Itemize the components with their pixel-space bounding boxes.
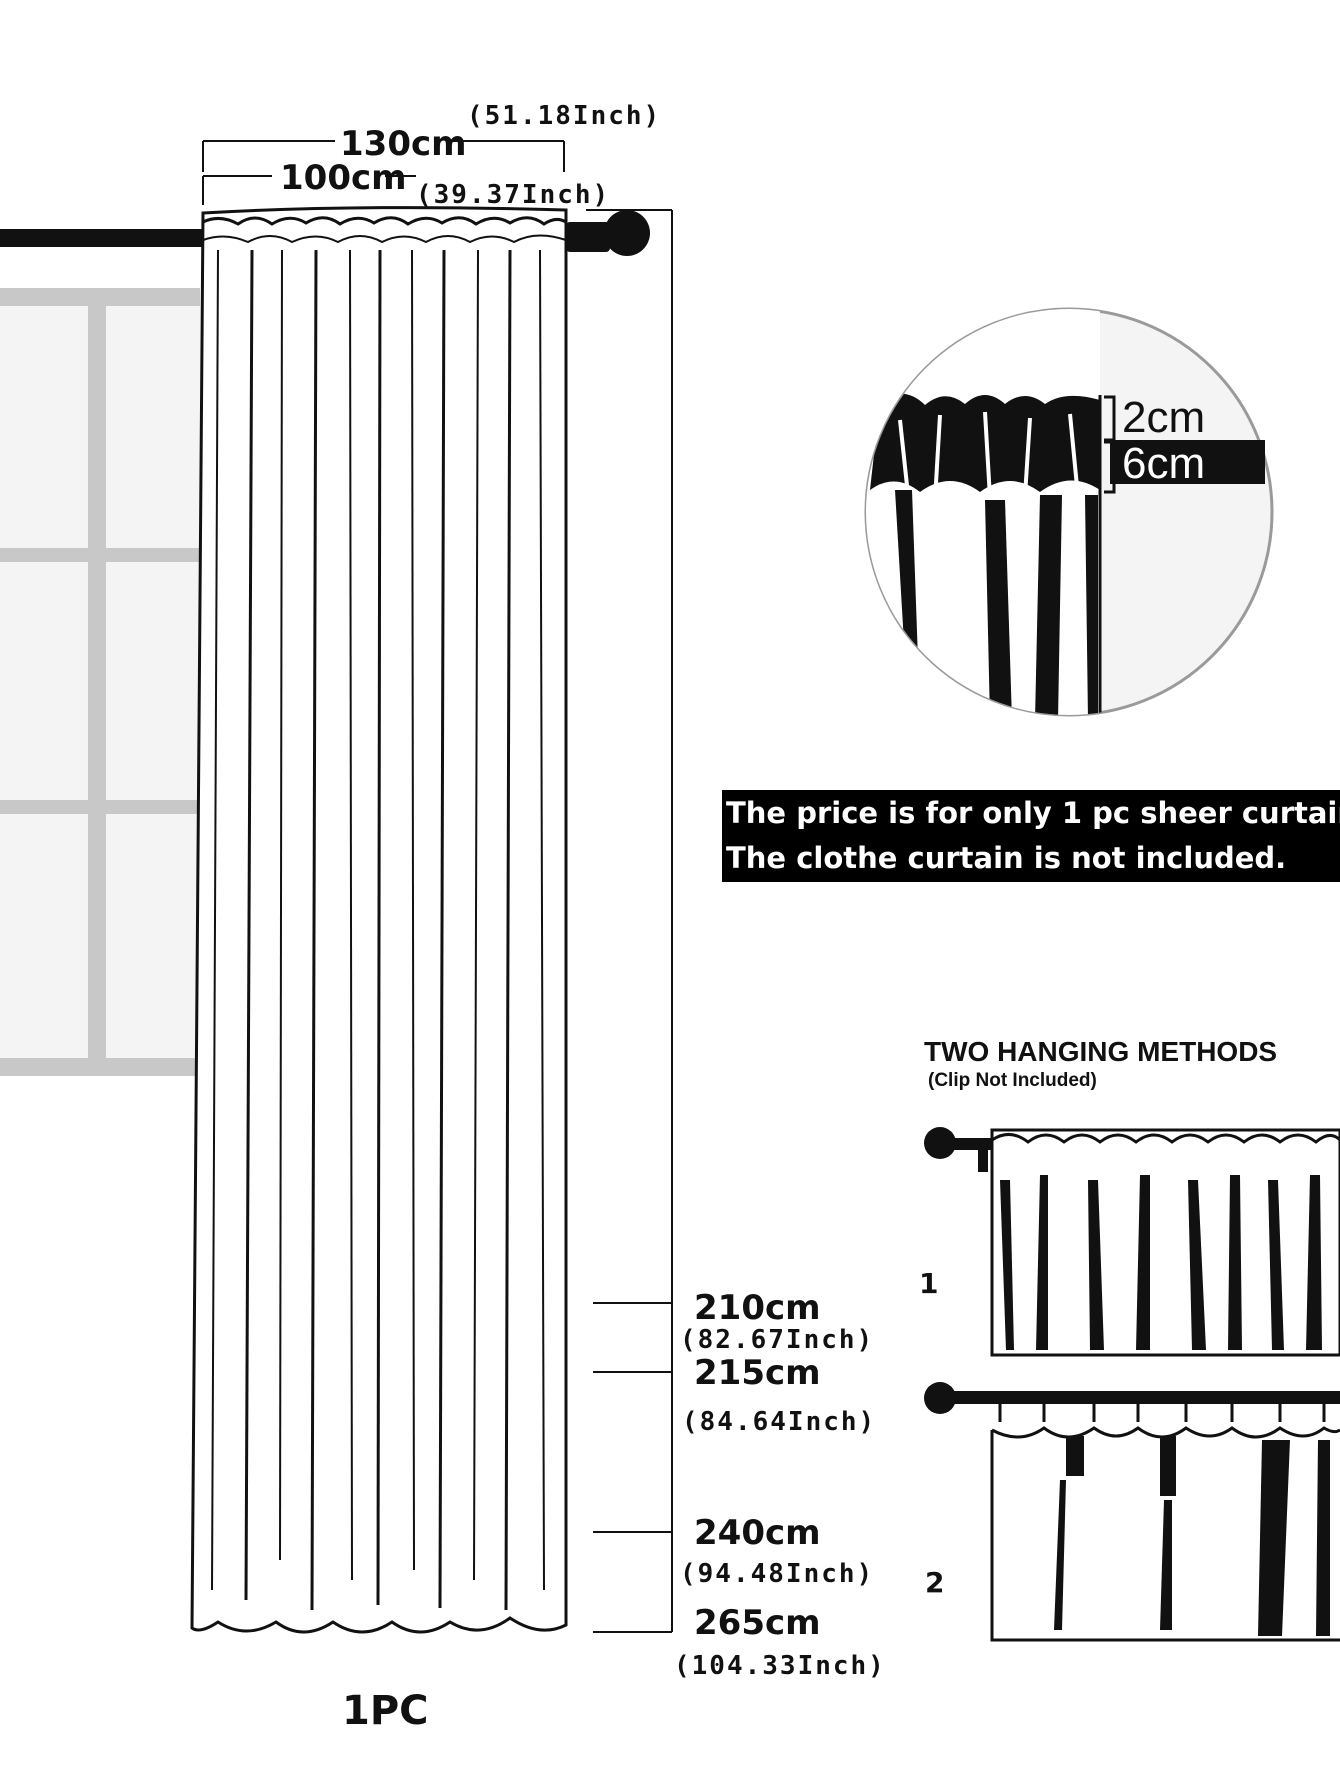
length-dimension bbox=[586, 209, 673, 1633]
length-215-cm: 215cm bbox=[694, 1353, 821, 1393]
window-illustration bbox=[0, 288, 200, 1076]
hanging-methods-subtitle: (Clip Not Included) bbox=[928, 1070, 1097, 1091]
price-notice-line-2: The clothe curtain is not included. bbox=[726, 841, 1287, 875]
price-notice: The price is for only 1 pc sheer curtain… bbox=[722, 790, 1340, 882]
width-130-cm: 130cm bbox=[340, 124, 467, 164]
piece-count-label: 1PC bbox=[342, 1688, 429, 1734]
length-240-cm: 240cm bbox=[694, 1513, 821, 1553]
length-210-cm: 210cm bbox=[694, 1288, 821, 1328]
method-1-number: 1 bbox=[919, 1267, 938, 1300]
curtain-panel bbox=[190, 206, 568, 1634]
length-265-cm: 265cm bbox=[694, 1603, 821, 1643]
length-215-inch: (84.64Inch) bbox=[682, 1407, 876, 1437]
price-notice-line-1: The price is for only 1 pc sheer curtain… bbox=[726, 796, 1340, 830]
rod-pocket-size-label: 6cm bbox=[1122, 439, 1205, 488]
rod-pocket-zoom bbox=[864, 307, 1274, 717]
length-240-inch: (94.48Inch) bbox=[680, 1559, 874, 1589]
width-130-inch: (51.18Inch) bbox=[467, 101, 661, 131]
width-dimension bbox=[202, 140, 565, 205]
method-2-number: 2 bbox=[925, 1566, 944, 1599]
header-size-label: 2cm bbox=[1122, 393, 1205, 442]
hanging-methods-title: TWO HANGING METHODS bbox=[924, 1036, 1278, 1067]
length-265-inch: (104.33Inch) bbox=[674, 1651, 886, 1681]
width-100-inch: (39.37Inch) bbox=[416, 180, 610, 210]
width-100-cm: 100cm bbox=[280, 158, 407, 198]
length-210-inch: (82.67Inch) bbox=[680, 1325, 874, 1355]
method-1-illustration bbox=[924, 1127, 1340, 1357]
method-2-illustration bbox=[924, 1382, 1340, 1642]
